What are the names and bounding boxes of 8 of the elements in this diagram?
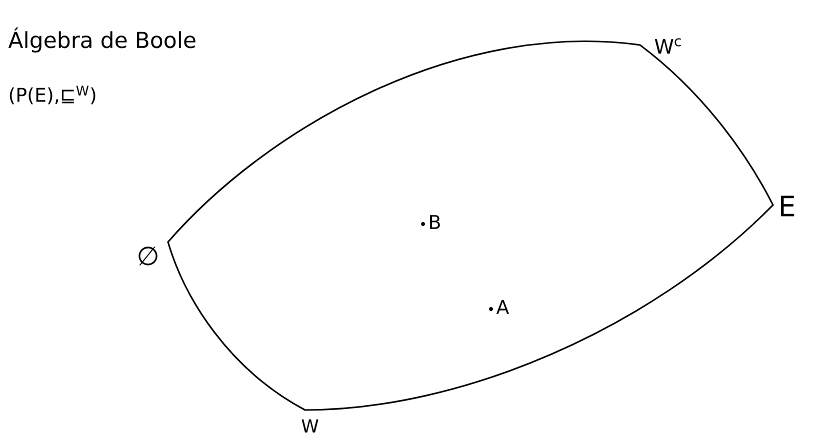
label: E	[780, 196, 794, 216]
label: (P(E),⊑$^{W}$)	[10, 86, 96, 104]
label: W$^{c}$	[654, 38, 681, 54]
title: Álgebra de Boole	[8, 28, 196, 52]
label: W	[302, 419, 318, 433]
label: ∅	[138, 246, 158, 266]
label: A	[496, 300, 510, 314]
label: B	[430, 215, 440, 229]
